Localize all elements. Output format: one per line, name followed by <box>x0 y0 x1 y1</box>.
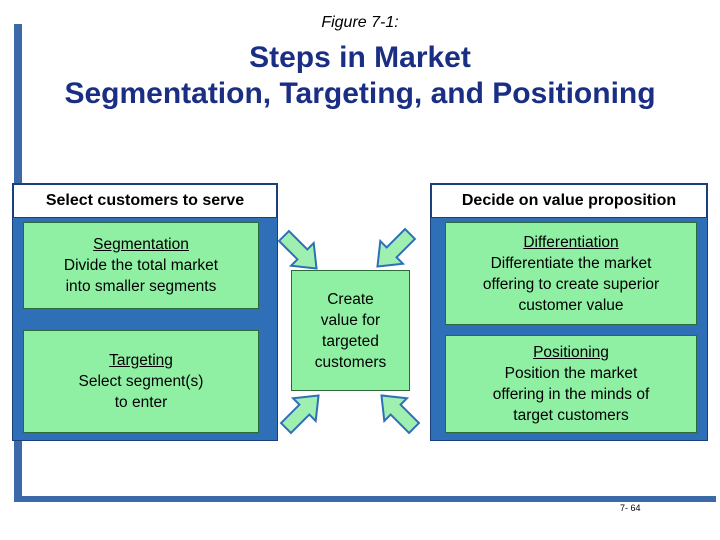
page-number: 7- 64 <box>620 503 641 513</box>
create-value-line-4: customers <box>314 353 387 371</box>
frame-bottom-bar <box>14 496 716 502</box>
segmentation-text-2: into smaller segments <box>65 278 217 295</box>
differentiation-heading: Differentiation <box>523 233 619 251</box>
positioning-box: Positioning Position the market offering… <box>445 335 697 433</box>
value-proposition-panel: Decide on value proposition Differentiat… <box>430 183 708 441</box>
create-value-line-1: Create <box>327 290 374 308</box>
targeting-text-1: Select segment(s) <box>78 373 204 390</box>
select-customers-panel: Select customers to serve Segmentation D… <box>12 183 278 441</box>
positioning-heading: Positioning <box>533 344 609 361</box>
differentiation-text-3: customer value <box>518 296 624 314</box>
targeting-text-2: to enter <box>114 394 168 411</box>
arrow-up-right-icon <box>273 383 331 441</box>
positioning-text-2: offering in the minds of <box>492 386 650 403</box>
create-value-line-3: targeted <box>322 332 379 350</box>
differentiation-text-1: Differentiate the market <box>490 254 652 272</box>
targeting-box: Targeting Select segment(s) to enter <box>23 330 259 433</box>
title-line-1: Steps in Market <box>249 41 471 74</box>
create-value-line-2: value for <box>320 311 381 329</box>
segmentation-text-1: Divide the total market <box>63 257 219 274</box>
arrow-down-right-icon <box>271 223 329 281</box>
create-value-box: Create value for targeted customers <box>291 270 410 391</box>
segmentation-box: Segmentation Divide the total market int… <box>23 222 259 309</box>
figure-label: Figure 7-1: <box>321 14 399 31</box>
slide-title: Steps in Market Segmentation, Targeting,… <box>0 40 720 112</box>
title-line-2: Segmentation, Targeting, and Positioning <box>64 77 656 110</box>
segmentation-heading: Segmentation <box>93 236 189 253</box>
select-customers-header: Select customers to serve <box>13 184 277 218</box>
positioning-text-1: Position the market <box>504 365 638 382</box>
targeting-heading: Targeting <box>109 352 173 369</box>
positioning-text-3: target customers <box>513 407 629 424</box>
arrow-up-left-icon <box>369 383 427 441</box>
differentiation-box: Differentiation Differentiate the market… <box>445 222 697 325</box>
differentiation-text-2: offering to create superior <box>482 275 660 293</box>
value-proposition-header: Decide on value proposition <box>431 184 707 218</box>
arrow-down-left-icon <box>365 221 423 279</box>
